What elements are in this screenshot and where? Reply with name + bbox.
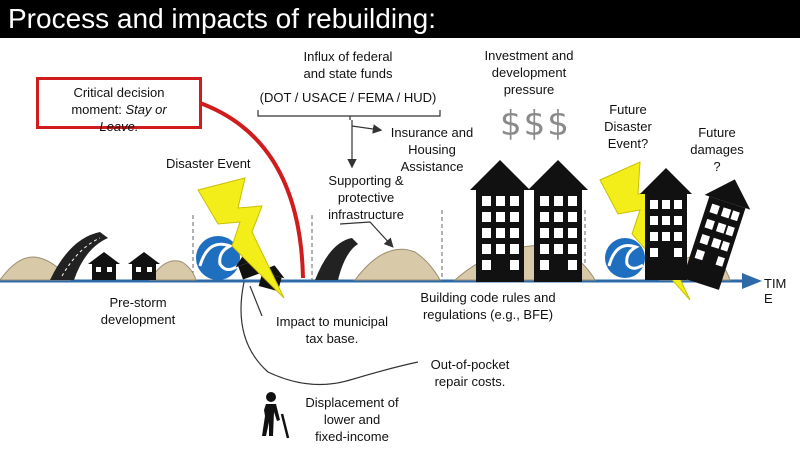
building-icon-3 <box>640 168 692 280</box>
wave-icon-2 <box>605 238 645 278</box>
critical-decision-text: Critical decision moment: Stay or Leave. <box>39 84 199 135</box>
dune-3 <box>353 248 441 281</box>
elderly-person-icon <box>262 392 290 439</box>
road-1 <box>50 232 108 280</box>
road-center-line <box>61 237 101 277</box>
impact-curve <box>240 281 419 386</box>
disaster-event-label: Disaster Event <box>166 156 251 171</box>
house-icon-2 <box>128 252 160 280</box>
lightning-icon-1 <box>197 177 285 299</box>
wave-icon-1 <box>196 236 240 280</box>
funds-bracket <box>257 110 441 120</box>
critical-decision-box: Critical decision moment: Stay or Leave. <box>36 77 202 134</box>
arrow-to-impact <box>249 285 263 317</box>
dollar-icon: $$$ <box>500 104 571 144</box>
critical-line-3: Leave. <box>99 119 139 134</box>
dune-2 <box>149 260 197 281</box>
agencies-label: (DOT / USACE / FEMA / HUD) <box>259 90 437 105</box>
building-icon-1 <box>470 160 530 282</box>
tilted-building-icon <box>682 179 751 290</box>
timeline-arrowhead <box>742 273 762 289</box>
slide-title: Process and impacts of rebuilding: <box>8 3 436 34</box>
building-icon-2 <box>528 160 588 282</box>
critical-line-2b: Stay or <box>125 102 167 117</box>
critical-line-1: Critical decision <box>73 85 165 100</box>
decision-curve <box>199 101 305 279</box>
critical-line-2a: moment: <box>71 102 126 117</box>
road-2 <box>315 238 358 280</box>
title-bar: Process and impacts of rebuilding: <box>0 0 800 38</box>
infrastructure-callout <box>339 221 394 248</box>
house-icon-1 <box>88 252 120 280</box>
arrow-to-insurance <box>351 124 383 134</box>
